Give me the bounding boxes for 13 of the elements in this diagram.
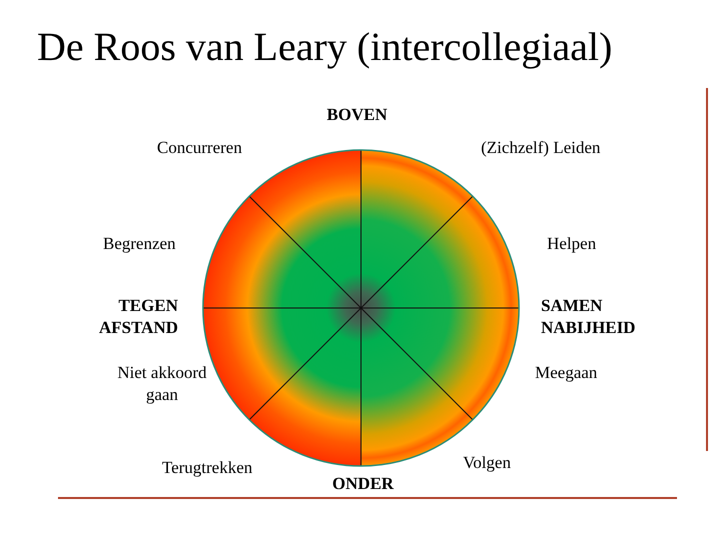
segment-label: Begrenzen xyxy=(103,233,176,254)
slide-title: De Roos van Leary (intercollegiaal) xyxy=(37,24,612,70)
axis-label: BOVEN xyxy=(326,104,388,125)
axis-label: SAMEN NABIJHEID xyxy=(541,295,636,339)
segment-label: Helpen xyxy=(547,233,596,254)
segment-label: Terugtrekken xyxy=(162,457,252,478)
segment-label: Concurreren xyxy=(157,137,242,158)
axis-label: ONDER xyxy=(332,473,394,494)
segment-label: (Zichzelf) Leiden xyxy=(481,137,600,158)
segment-label: Volgen xyxy=(463,452,511,473)
segment-label: Meegaan xyxy=(535,362,598,383)
axis-label: TEGEN AFSTAND xyxy=(98,295,178,339)
segment-label: Niet akkoord gaan xyxy=(116,362,208,406)
